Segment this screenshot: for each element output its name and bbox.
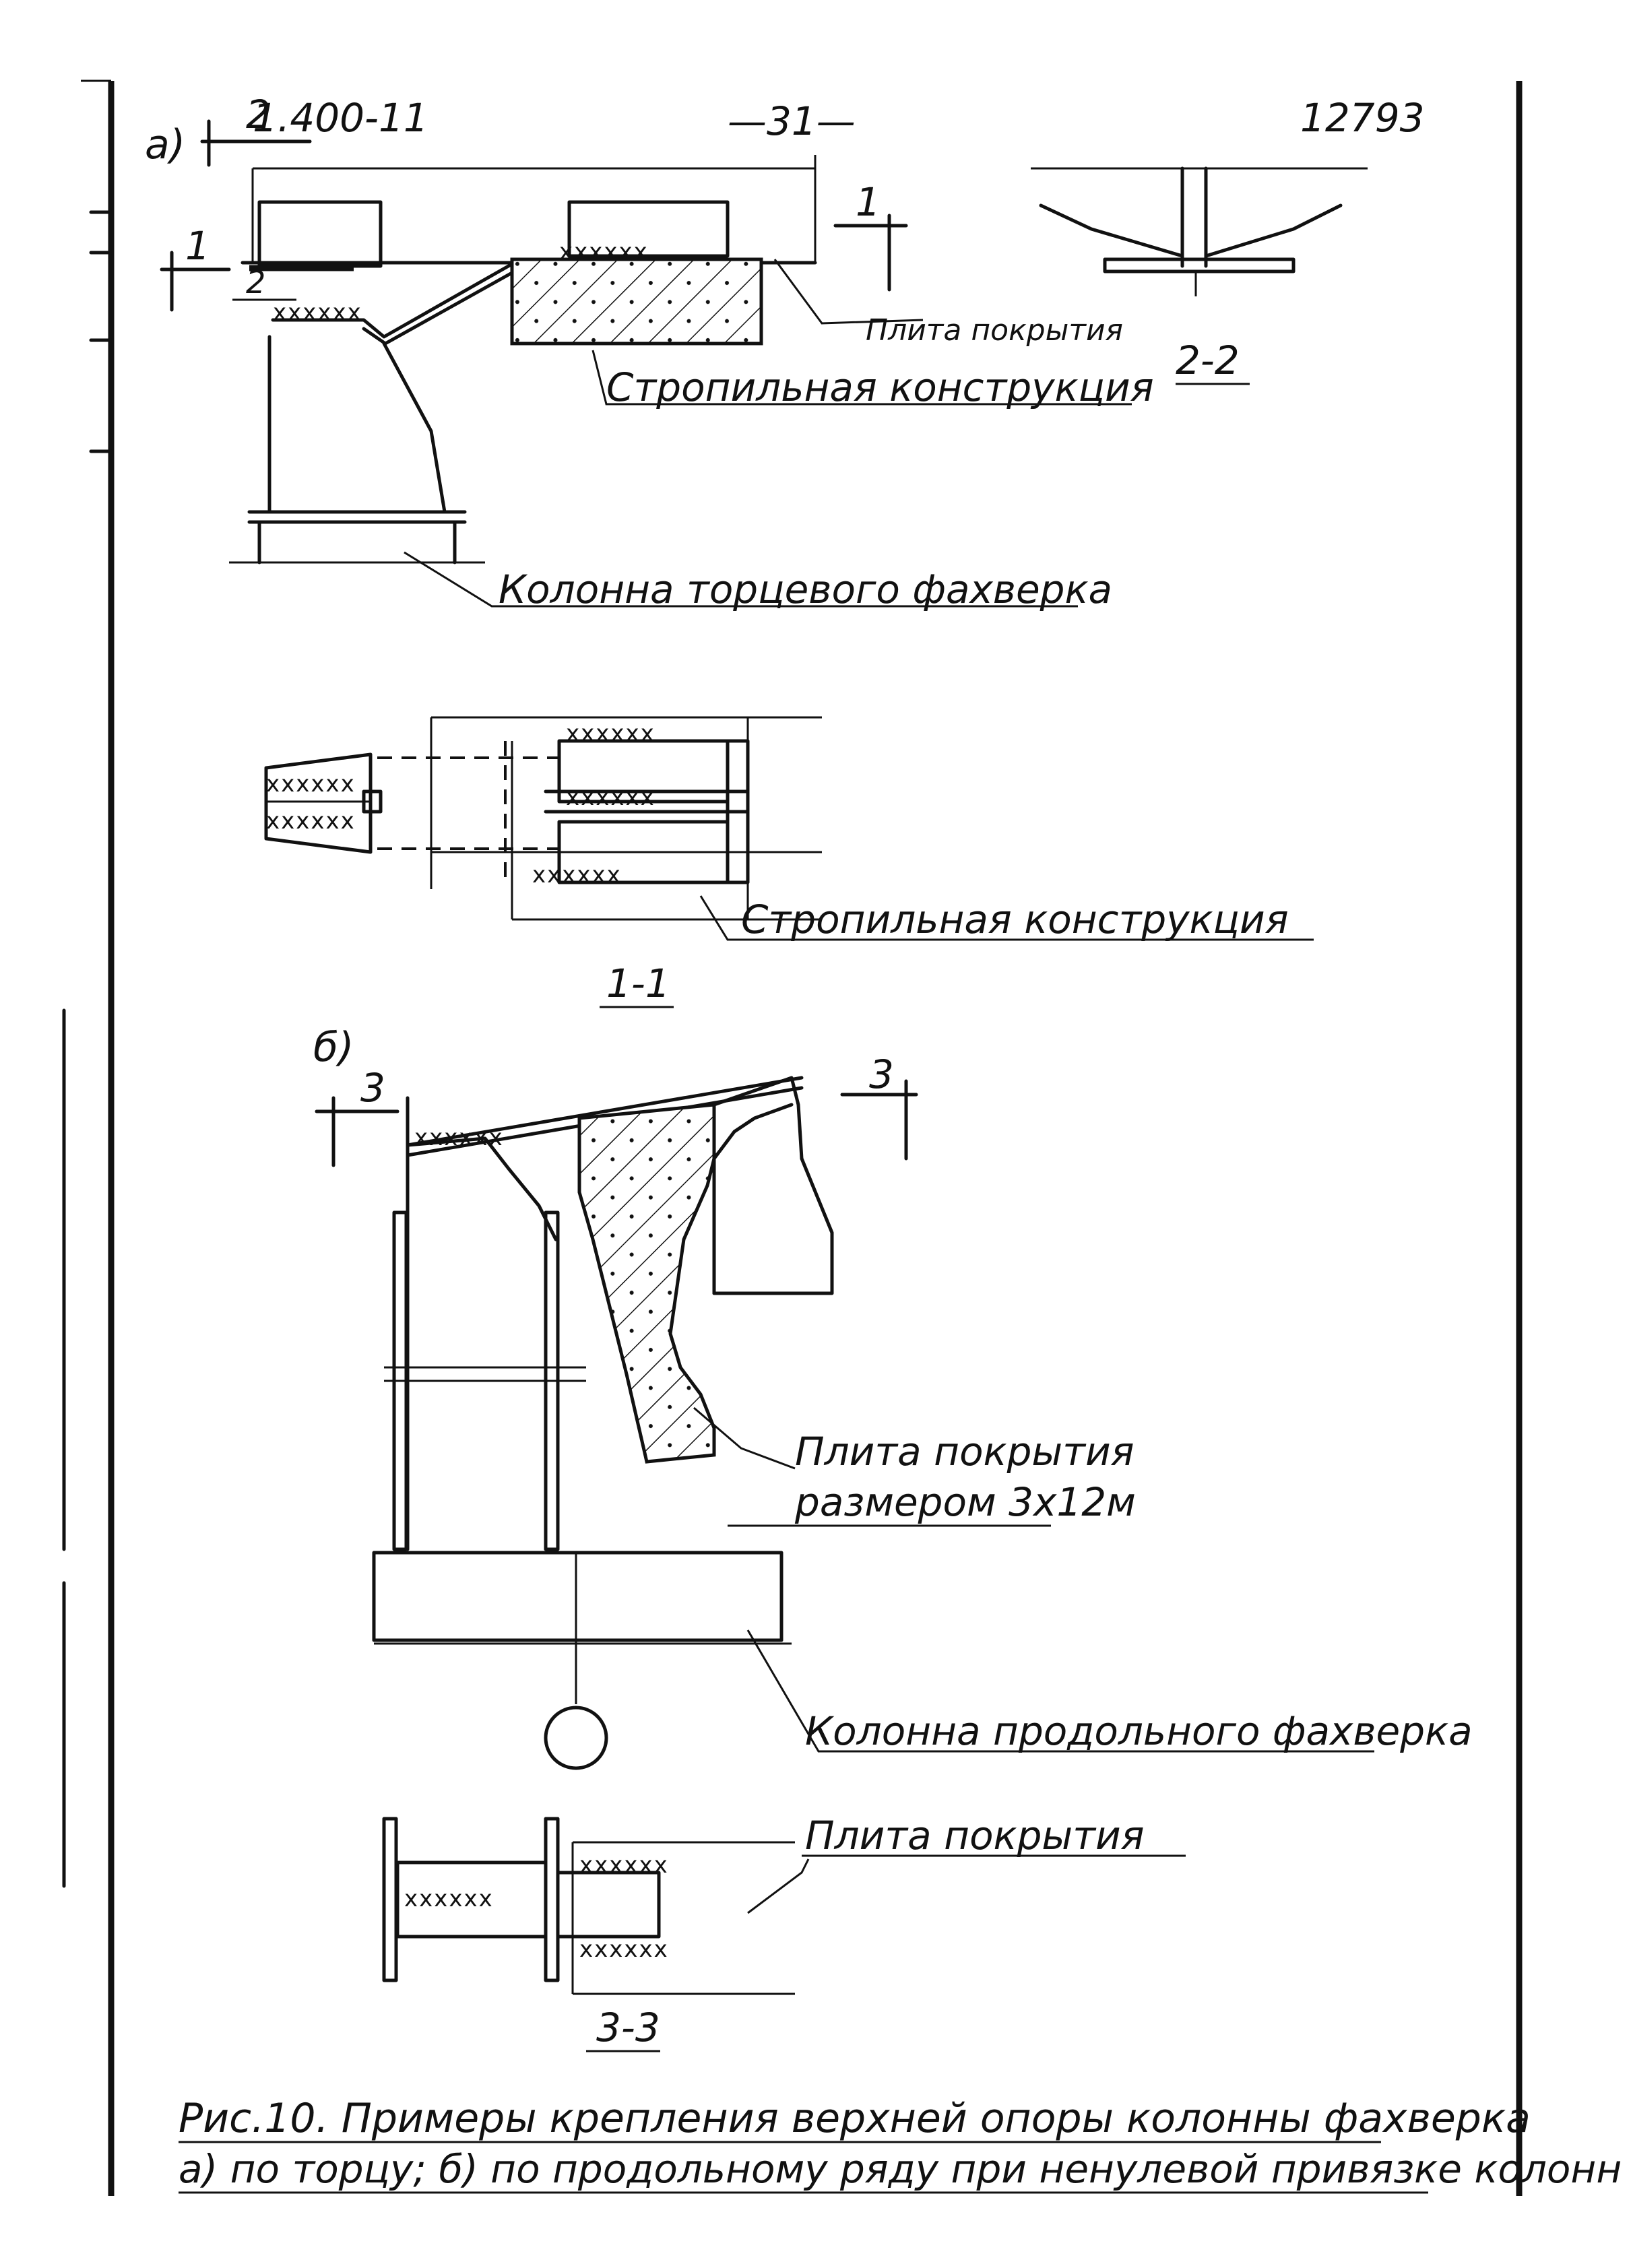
label-slab-b-line1: Плита покрытия (795, 1429, 1134, 1475)
weld-plan-3: xxxxxx (566, 720, 655, 747)
label-slab-3-3: Плита покрытия (805, 1813, 1145, 1858)
cut-label-3-left: 3 (360, 1065, 385, 1111)
detail-2-2-title: 2-2 (1176, 337, 1240, 383)
label-column-b: Колонна продольного фахверка (805, 1708, 1473, 1754)
section-b: б) 3 3 xxxxxx Плита покрытия размером 3х… (313, 1024, 1473, 1770)
weld-column-head: xxxxxx (273, 299, 362, 326)
cut-label-3-right: 3 (869, 1051, 894, 1097)
label-slab-b-line2: размером 3х12м (794, 1479, 1136, 1525)
weld-3-3-b: xxxxxx (579, 1852, 669, 1879)
figure-caption: Рис.10. Примеры крепления верхней опоры … (179, 2095, 1622, 2194)
caption-line-1: Рис.10. Примеры крепления верхней опоры … (179, 2095, 1531, 2142)
page-number: —31— (728, 98, 856, 144)
label-slab-a: Плита покрытия (866, 313, 1123, 348)
caption-line-2: а) по торцу; б) по продольному ряду при … (179, 2146, 1622, 2192)
sheet-frame (81, 79, 1523, 2196)
detail-2-2: 2-2 (1031, 166, 1368, 385)
section-b-marker: б) (313, 1024, 354, 1071)
weld-plan-2: xxxxxx (266, 808, 356, 835)
label-column-a: Колонна торцевого фахверка (499, 566, 1112, 612)
cut-label-2-top: 2 (246, 92, 271, 137)
label-rafter-1-1: Стропильная конструкция (741, 897, 1289, 942)
cut-label-1-left: 1 (185, 223, 210, 269)
header: 1.400-11 —31— 12793 (253, 95, 1425, 144)
weld-plan-5: xxxxxx (532, 862, 622, 888)
section-1-1-title: 1-1 (606, 961, 670, 1006)
weld-3-3-a: xxxxxx (404, 1885, 494, 1912)
weld-plan-4: xxxxxx (566, 784, 655, 811)
cut-label-1-right: 1 (856, 179, 881, 225)
series-number: 1.400-11 (253, 95, 428, 141)
section-1-1: xxxxxx xxxxxx xxxxxx xxxxxx xxxxxx Строп… (264, 716, 1314, 1008)
section-3-3: xxxxxx xxxxxx xxxxxx Плита покрытия 3-3 (382, 1813, 1186, 2052)
drawing-code: 12793 (1300, 95, 1425, 141)
label-rafter-a: Стропильная конструкция (606, 364, 1154, 410)
weld-3-3-c: xxxxxx (579, 1936, 669, 1963)
section-a-marker: а) (145, 121, 185, 168)
section-3-3-title: 3-3 (596, 2005, 660, 2050)
margin-stamp (62, 210, 113, 1888)
section-a: а) 2 1 2 xxxxxx xxxxxx 1 (145, 92, 1368, 612)
weld-plan-1: xxxxxx (266, 771, 356, 798)
weld-rafter-top: xxxxxx (559, 238, 649, 265)
